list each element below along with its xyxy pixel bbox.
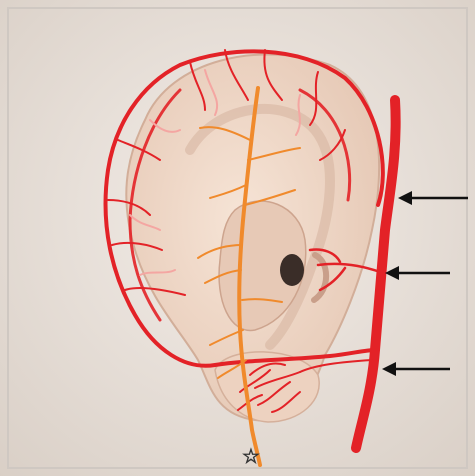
ear-canal	[280, 254, 304, 286]
star-marker: ☆	[242, 444, 260, 468]
